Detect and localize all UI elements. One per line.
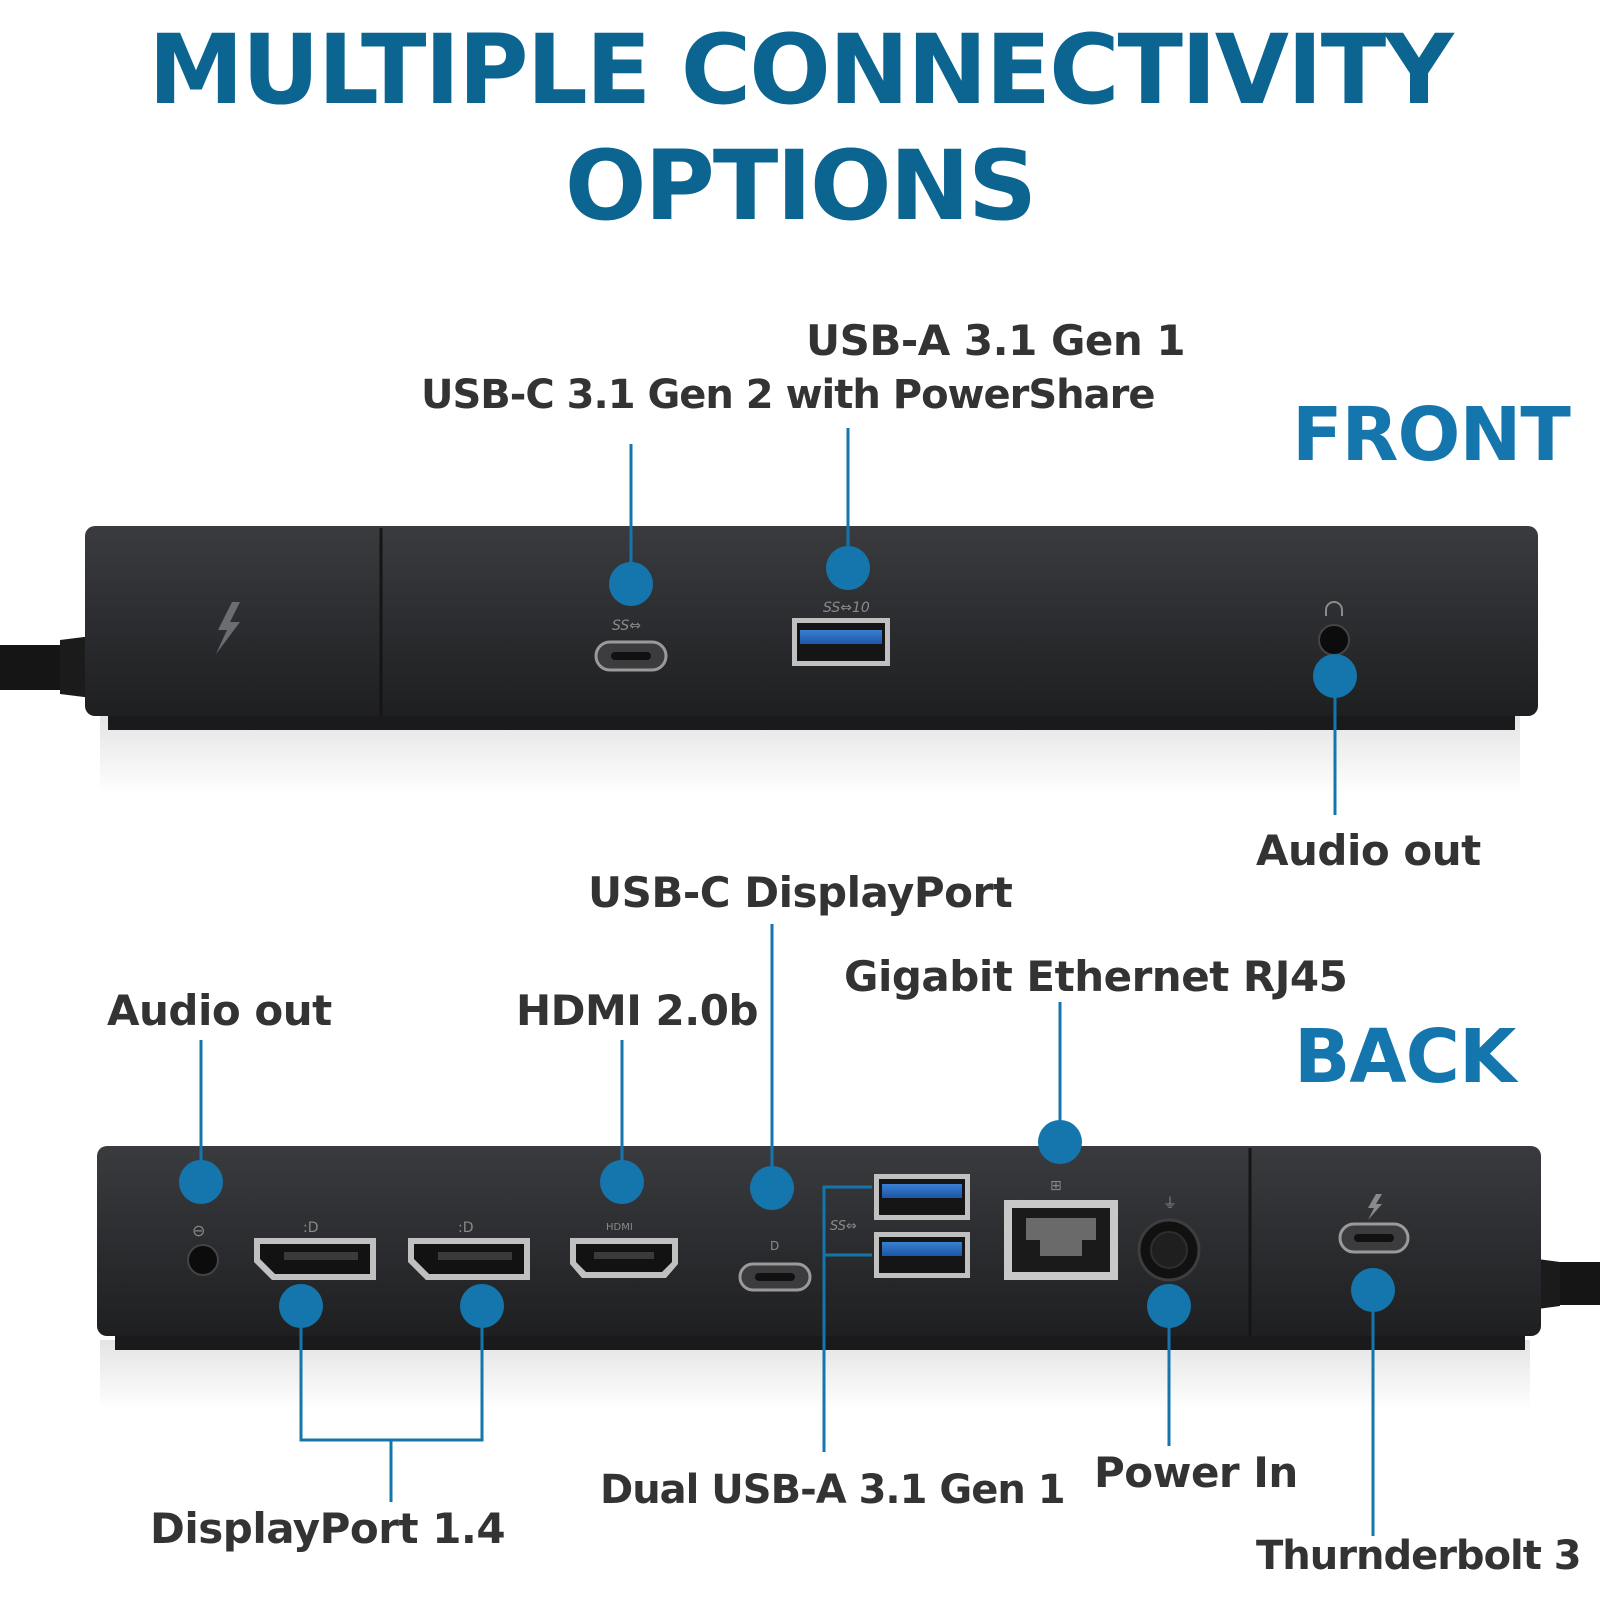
ss-logo-icon: SS⇔ <box>830 1219 857 1234</box>
label-front-usb-a: USB-A 3.1 Gen 1 <box>806 316 1186 365</box>
label-back-usb-c-displayport: USB-C DisplayPort <box>588 868 1013 917</box>
callout-dot <box>600 1160 644 1204</box>
back-usb-c-tongue <box>755 1273 795 1281</box>
back-callout-dots <box>179 1120 1395 1328</box>
label-front-audio-out: Audio out <box>1256 826 1481 875</box>
callout-dot <box>826 546 870 590</box>
callout-dot <box>279 1284 323 1328</box>
displayport-port-2-tongue <box>438 1252 512 1260</box>
callout-dot <box>460 1284 504 1328</box>
thunderbolt-logo-icon <box>216 602 240 654</box>
front-dock: SS⇔ SS⇔10 <box>0 526 1538 795</box>
front-usb-c-tongue <box>611 652 651 660</box>
thunderbolt-small-icon <box>1368 1194 1382 1220</box>
callout-dot <box>750 1166 794 1210</box>
headphone-icon <box>1325 601 1343 616</box>
callout-dot <box>1038 1120 1082 1164</box>
back-thunderbolt-tongue <box>1354 1234 1394 1242</box>
displayport-logo-icon: :D <box>303 1220 319 1236</box>
front-dock-base <box>108 716 1515 730</box>
callout-dot <box>1351 1268 1395 1312</box>
label-back-hdmi: HDMI 2.0b <box>516 986 759 1035</box>
label-back-dual-usb-a: Dual USB-A 3.1 Gen 1 <box>600 1467 1066 1513</box>
power-plug-icon: ⏚ <box>1163 1196 1177 1212</box>
page-title-line-2: OPTIONS <box>564 130 1037 242</box>
front-usb-a-tongue <box>800 630 882 644</box>
callout-dot <box>609 562 653 606</box>
front-audio-jack <box>1318 624 1350 656</box>
label-back-power-in: Power In <box>1094 1448 1298 1497</box>
page-title-line-1: MULTIPLE CONNECTIVITY <box>148 14 1454 126</box>
label-front-usb-c: USB-C 3.1 Gen 2 with PowerShare <box>421 372 1155 418</box>
front-section-label: FRONT <box>1292 392 1571 478</box>
displayport-logo-icon: :D <box>458 1220 474 1236</box>
back-audio-jack <box>187 1244 219 1276</box>
label-back-audio-out: Audio out <box>107 986 332 1035</box>
ss-10-logo-icon: SS⇔10 <box>823 600 870 616</box>
hdmi-port-tongue <box>594 1252 654 1259</box>
back-reflection <box>100 1340 1530 1410</box>
displayport-small-icon: D <box>770 1239 779 1253</box>
back-dock-base <box>115 1336 1525 1350</box>
front-cable-boot <box>60 636 92 698</box>
ethernet-port-contacts <box>1026 1218 1096 1256</box>
callout-dot <box>1147 1284 1191 1328</box>
audio-out-icon: ⊖ <box>192 1221 205 1240</box>
label-back-ethernet: Gigabit Ethernet RJ45 <box>844 952 1348 1001</box>
displayport-port-1-tongue <box>284 1252 358 1260</box>
usb-a-port-lower-tongue <box>882 1242 962 1256</box>
ss-logo-icon: SS⇔ <box>612 618 641 634</box>
callout-dot <box>1313 654 1357 698</box>
callout-dot <box>179 1160 223 1204</box>
front-callout-lines <box>629 428 1337 815</box>
hdmi-logo-icon: HDMI <box>606 1222 633 1233</box>
power-in-port-inner <box>1150 1231 1188 1269</box>
back-callout-lines <box>199 924 1375 1536</box>
back-section-label: BACK <box>1294 1014 1516 1100</box>
front-callout-dots <box>609 546 1357 698</box>
label-back-thunderbolt: Thurnderbolt 3 <box>1256 1533 1582 1579</box>
network-icon: ⊞ <box>1050 1178 1062 1194</box>
label-back-displayport: DisplayPort 1.4 <box>150 1504 506 1553</box>
usb-a-port-upper-tongue <box>882 1184 962 1198</box>
